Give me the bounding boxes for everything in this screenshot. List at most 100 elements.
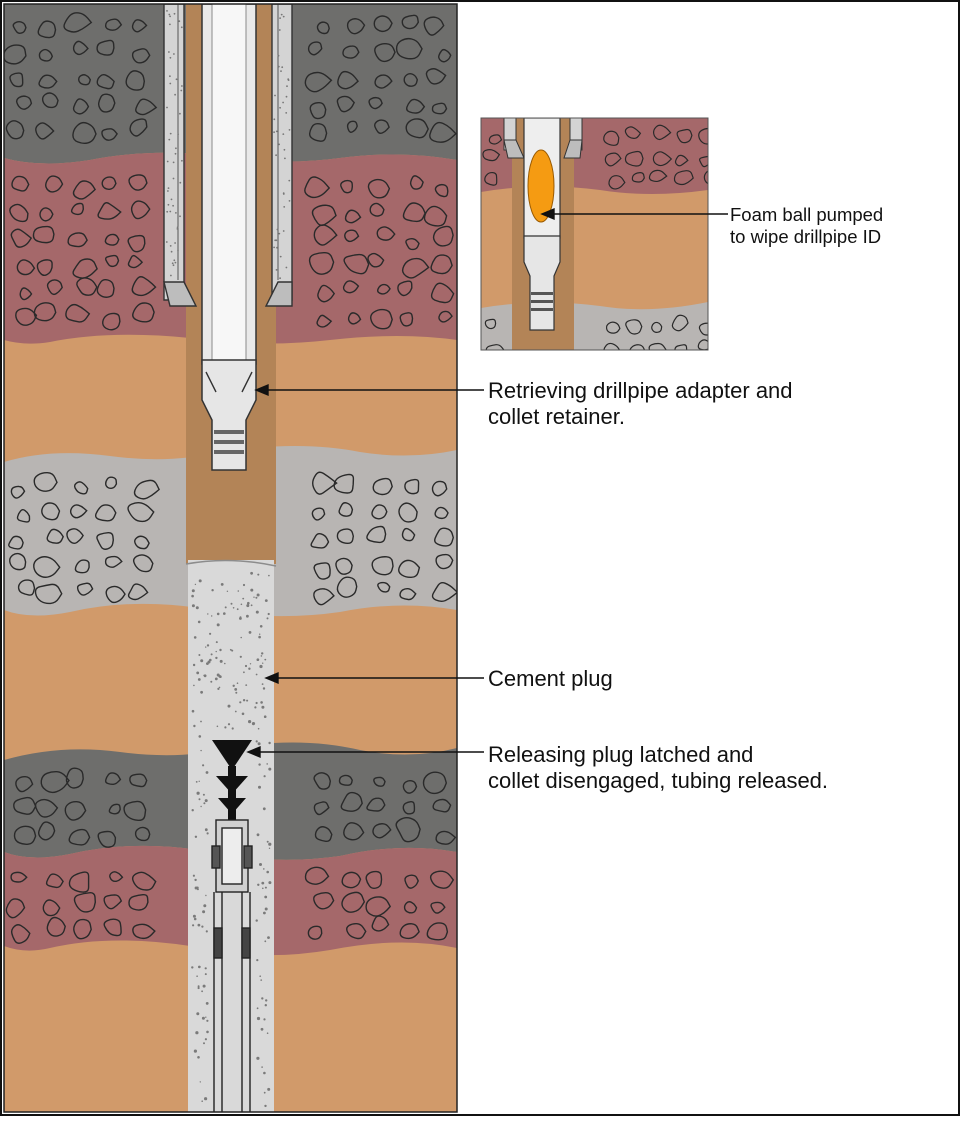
pebble (488, 134, 503, 145)
pebble (46, 528, 64, 544)
pebble (97, 93, 116, 113)
casing-speckle (169, 132, 172, 135)
cement-speckle (268, 767, 272, 771)
casing-speckle (288, 200, 291, 202)
pebble (316, 314, 333, 328)
cement-speckle (263, 868, 265, 870)
cement-speckle (256, 593, 260, 597)
casing-speckle (175, 212, 177, 214)
cement-speckle (211, 589, 214, 592)
casing-speckle (174, 242, 177, 244)
cement-speckle (250, 604, 253, 607)
pebble (603, 342, 621, 350)
casing-speckle (168, 51, 170, 53)
inset-detail (481, 118, 708, 350)
cement-speckle (191, 966, 194, 969)
cement-speckle (218, 686, 221, 689)
cement-speckle (256, 833, 260, 837)
cement-speckle (204, 1097, 208, 1101)
pebble (104, 18, 123, 31)
pebble (430, 254, 453, 275)
cement-speckle (200, 659, 204, 663)
pebble (34, 583, 63, 605)
releasing-plug-label-line1: Releasing plug latched and (488, 742, 754, 767)
cement-speckle (236, 608, 239, 611)
pebble (67, 232, 88, 248)
cement-speckle (234, 710, 237, 713)
cement-speckle (196, 671, 200, 675)
adapter-label-line2: collet retainer. (488, 404, 625, 430)
casing-speckle (180, 26, 183, 29)
cement-speckle (259, 625, 263, 628)
casing-speckle (169, 245, 172, 247)
pebble (46, 916, 66, 937)
pebble (605, 321, 621, 334)
pebble (128, 893, 149, 911)
cement-speckle (248, 667, 251, 670)
cement-speckle (200, 720, 202, 723)
casing-speckle (168, 13, 171, 16)
foam-ball-label-line2: to wipe drillpipe ID (730, 226, 882, 248)
pebble (336, 576, 358, 598)
pebble (429, 870, 455, 889)
casing-speckle (167, 187, 170, 190)
pebble (431, 480, 448, 497)
pebble (5, 120, 25, 140)
pebble (372, 477, 393, 496)
casing-speckle (279, 277, 281, 280)
pebble (63, 12, 93, 33)
cement-speckle (194, 583, 197, 586)
cement-speckle (191, 594, 194, 598)
cement-speckle (254, 706, 257, 709)
pebble (94, 504, 117, 522)
pebble (128, 174, 148, 191)
cement-speckle (191, 809, 194, 812)
cement-speckle (251, 722, 256, 726)
cement-speckle (214, 677, 218, 681)
pebble (103, 894, 123, 910)
pebble (423, 16, 445, 36)
cement-speckle (205, 930, 208, 933)
pebble (674, 344, 688, 350)
pebble (15, 775, 34, 793)
pebble (77, 74, 92, 86)
cement-speckle (237, 590, 240, 592)
cement-speckle (205, 646, 207, 648)
cement-speckle (207, 613, 209, 615)
pebble (398, 502, 418, 523)
cement-speckle (246, 699, 249, 702)
pebble (671, 314, 689, 332)
cement-speckle (261, 881, 265, 885)
pebble (73, 481, 89, 495)
cement-speckle (227, 723, 231, 726)
cement-speckle (258, 635, 261, 639)
pebble (404, 478, 420, 495)
cement-speckle (198, 780, 200, 782)
pebble (608, 175, 626, 190)
pebble (482, 149, 501, 162)
cement-speckle (264, 599, 268, 602)
cement-speckle (197, 923, 201, 927)
cement-speckle (239, 655, 242, 658)
cement-speckle (201, 1016, 205, 1020)
casing-speckle (180, 89, 183, 92)
cement-speckle (268, 741, 271, 745)
cement-speckle (195, 781, 198, 783)
pebble (33, 556, 61, 578)
casing-speckle (288, 129, 291, 131)
pebble (697, 339, 708, 350)
pebble (40, 770, 70, 794)
casing-speckle (282, 193, 285, 195)
casing-speckle (284, 157, 286, 160)
pebble (10, 871, 28, 883)
pebble (603, 130, 620, 146)
cement-speckle (217, 687, 220, 691)
casing-speckle (168, 138, 171, 141)
pebble (374, 42, 396, 63)
pebble (648, 342, 667, 350)
pebble (101, 176, 117, 191)
pebble (96, 39, 115, 56)
pebble (42, 899, 61, 917)
pebble (366, 797, 386, 812)
cement-speckle (192, 874, 195, 877)
